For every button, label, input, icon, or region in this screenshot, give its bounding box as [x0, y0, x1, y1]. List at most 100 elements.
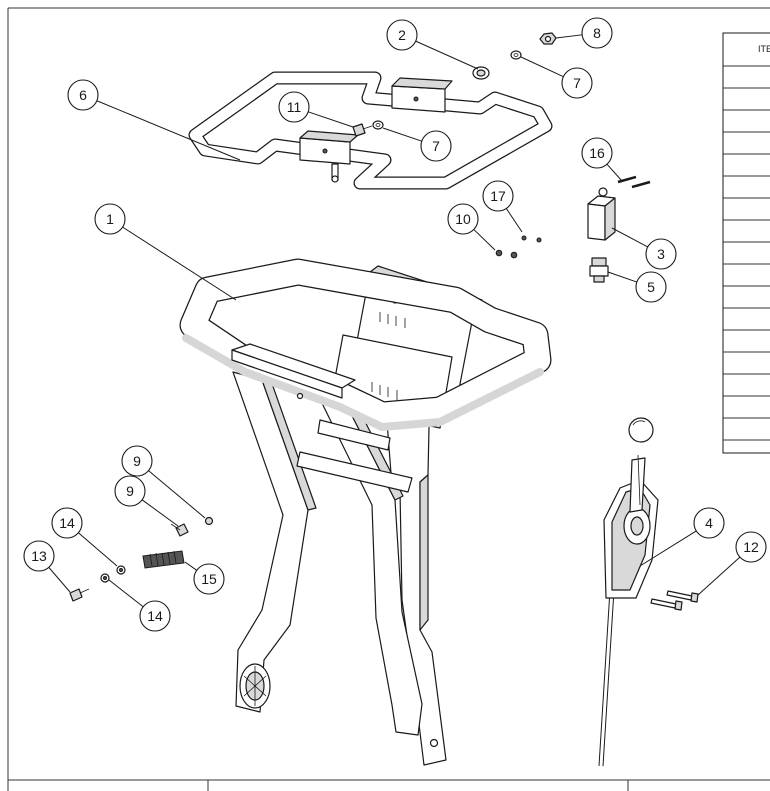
bom-header-item: ITE — [758, 44, 770, 54]
balloon-circle — [581, 137, 613, 169]
item-balloon-5: 5 — [635, 271, 667, 303]
balloon-number: 7 — [573, 75, 581, 91]
part-7-washer-lower — [372, 120, 384, 130]
leader-line-b9b — [141, 499, 179, 527]
part-14-washer-upper — [116, 565, 126, 575]
leader-line-b15 — [184, 561, 198, 571]
part-5-fitting — [589, 257, 609, 283]
leader-line-b8 — [555, 34, 583, 39]
balloon-circle — [67, 79, 99, 111]
balloon-circle — [51, 507, 83, 539]
part-14-washer-lower — [100, 573, 110, 583]
leader-line-b13 — [48, 567, 71, 593]
item-balloon-1: 1 — [94, 203, 126, 235]
item-balloon-16: 16 — [581, 137, 613, 169]
leader-line-b1 — [122, 226, 237, 301]
balloon-number: 9 — [126, 483, 134, 499]
balloon-number: 11 — [287, 99, 302, 115]
balloon-circle — [693, 507, 725, 539]
balloon-number: 16 — [589, 145, 605, 161]
part-9-bolt — [170, 523, 189, 537]
balloon-number: 15 — [201, 571, 217, 587]
item-balloon-6: 6 — [67, 79, 99, 111]
balloon-circle — [386, 19, 418, 51]
balloon-circle — [447, 203, 479, 235]
leader-line-b14b — [108, 579, 144, 608]
leader-line-b11 — [308, 111, 354, 128]
item-balloon-9: 9 — [121, 445, 153, 477]
item-balloon-12: 12 — [735, 531, 767, 563]
balloon-circle — [420, 130, 452, 162]
part-9-nut — [204, 516, 214, 526]
item-balloon-8: 8 — [581, 17, 613, 49]
balloon-number: 4 — [705, 515, 713, 531]
part-6-top-frame — [188, 71, 553, 190]
item-balloon-4: 4 — [693, 507, 725, 539]
balloon-number: 3 — [657, 246, 665, 262]
balloon-circle — [23, 540, 55, 572]
balloon-number: 13 — [31, 548, 47, 564]
balloon-circle — [94, 203, 126, 235]
leader-line-b4 — [639, 530, 697, 567]
item-balloon-9: 9 — [114, 475, 146, 507]
part-15-spring — [142, 550, 185, 569]
balloon-circle — [121, 445, 153, 477]
balloon-number: 14 — [147, 608, 163, 624]
balloon-circle — [278, 91, 310, 123]
balloon-number: 7 — [432, 138, 440, 154]
sheet-border — [7, 7, 770, 791]
item-balloon-2: 2 — [386, 19, 418, 51]
balloon-number: 6 — [79, 87, 87, 103]
leader-line-b17 — [505, 208, 523, 233]
balloon-number: 10 — [455, 211, 471, 227]
part-4-throttle-lever — [598, 417, 659, 767]
item-balloon-14: 14 — [139, 600, 171, 632]
balloon-circle — [581, 17, 613, 49]
item-balloon-3: 3 — [645, 238, 677, 270]
item-balloon-14: 14 — [51, 507, 83, 539]
item-balloon-15: 15 — [193, 563, 225, 595]
leader-line-b7a — [520, 56, 564, 78]
part-11-bolt — [352, 123, 373, 137]
balloon-number: 17 — [490, 188, 506, 204]
item-balloon-7: 7 — [561, 67, 593, 99]
leader-line-b12 — [697, 556, 741, 596]
balloon-number: 1 — [106, 211, 114, 227]
balloon-circle — [482, 180, 514, 212]
balloon-number: 12 — [743, 539, 759, 555]
item-balloon-7: 7 — [420, 130, 452, 162]
leader-line-b10 — [473, 229, 496, 251]
balloon-circle — [193, 563, 225, 595]
leader-line-b3 — [611, 227, 648, 248]
balloon-number: 5 — [647, 279, 655, 295]
item-balloon-13: 13 — [23, 540, 55, 572]
leader-line-b2 — [415, 40, 479, 70]
balloon-circle — [139, 600, 171, 632]
balloon-circle — [735, 531, 767, 563]
item-balloon-11: 11 — [278, 91, 310, 123]
part-3-switch-box — [587, 187, 616, 241]
leader-lines — [48, 34, 741, 608]
balloon-circle — [114, 475, 146, 507]
balloon-number: 9 — [133, 453, 141, 469]
leader-line-b5 — [607, 271, 638, 283]
item-balloon-17: 17 — [482, 180, 514, 212]
part-12-screws — [650, 590, 699, 611]
bom-row-lines — [723, 87, 770, 441]
balloon-circle — [561, 67, 593, 99]
part-8-nut — [539, 32, 557, 45]
part-7-washer-upper — [510, 50, 522, 60]
leader-line-b7b — [382, 127, 422, 142]
balloon-number: 8 — [593, 25, 601, 41]
part-17-nuts — [521, 235, 542, 243]
part-10-nuts — [495, 249, 518, 259]
leader-line-b6 — [96, 100, 241, 161]
balloon-number: 2 — [398, 27, 406, 43]
balloon-circle — [645, 238, 677, 270]
leader-line-b16 — [606, 163, 623, 182]
item-balloon-10: 10 — [447, 203, 479, 235]
balloon-circle — [635, 271, 667, 303]
leader-line-b9a — [148, 470, 206, 519]
